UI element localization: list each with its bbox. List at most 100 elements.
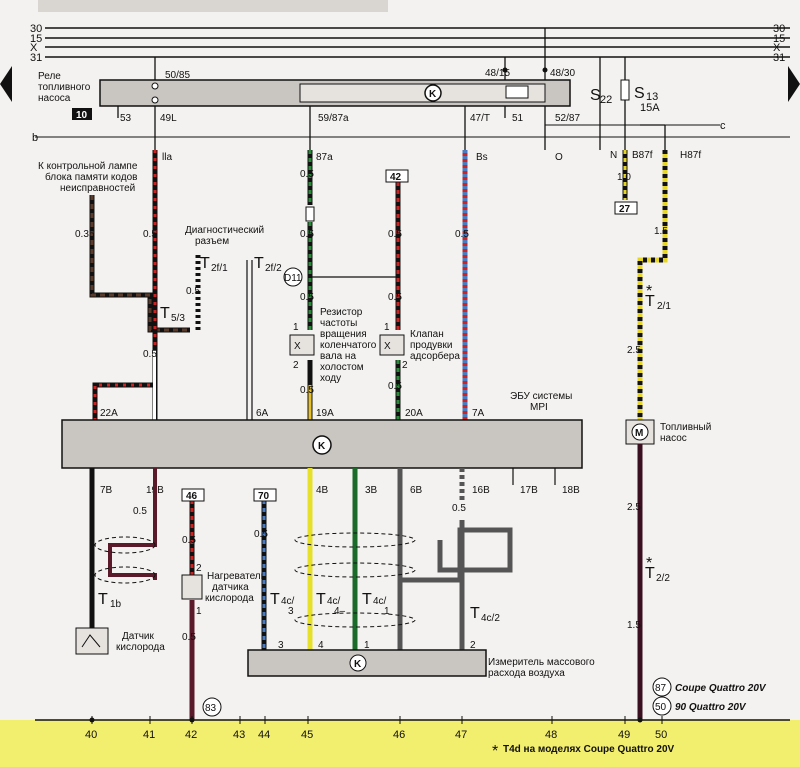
wire-size-87a-mid: 0.5 xyxy=(300,229,314,240)
o2-label-2: кислорода xyxy=(116,642,165,653)
ecu-pin-18b: 18B xyxy=(562,485,580,496)
relay-module xyxy=(299,83,546,103)
upper-wires xyxy=(89,150,668,420)
pin-50-85: 50/85 xyxy=(165,70,190,81)
relay-title-3: насоса xyxy=(38,93,71,104)
resistor-label-6: холостом xyxy=(320,362,364,373)
maf-label-1: Измеритель массового xyxy=(488,657,595,668)
lamp-label-1: К контрольной лампе xyxy=(38,161,138,172)
ecu-pin-17b: 17B xyxy=(520,485,538,496)
ref-tag-46 xyxy=(181,488,205,502)
ecu-pin-20a: 20A xyxy=(405,408,423,419)
svg-text:1b: 1b xyxy=(110,599,122,610)
wire-size-heater-top: 0.5 xyxy=(182,535,196,546)
grid-42: 42 xyxy=(185,729,197,741)
grid-47: 47 xyxy=(455,729,467,741)
svg-text:3: 3 xyxy=(278,640,284,651)
wire-size-87a-low: 0.5 xyxy=(300,292,314,303)
svg-text:1: 1 xyxy=(293,322,299,333)
svg-text:2: 2 xyxy=(470,640,476,651)
svg-text:2: 2 xyxy=(196,563,202,574)
terminal-t2f-1: T xyxy=(200,255,210,272)
terminal-t1b: T xyxy=(98,591,108,608)
wire-size-16b: 0.5 xyxy=(452,503,466,514)
svg-text:X: X xyxy=(384,341,391,352)
ecu-pin-6b: 6B xyxy=(410,485,423,496)
line-c-label: c xyxy=(720,120,726,132)
fuse-s13 xyxy=(620,79,630,101)
header-band xyxy=(38,0,388,12)
svg-text:4c/2: 4c/2 xyxy=(481,613,500,624)
valve-label-3: адсорбера xyxy=(410,350,460,362)
conn-n: N xyxy=(610,150,617,161)
left-continuation-arrow xyxy=(0,66,12,102)
wire-size-diag: 0.5 xyxy=(186,286,200,297)
grid-46: 46 xyxy=(393,729,405,741)
rail-label-30: 30 xyxy=(30,23,42,35)
svg-text:1: 1 xyxy=(196,606,202,617)
svg-text:K: K xyxy=(318,441,326,452)
footnote-star: * xyxy=(492,743,498,760)
wire-size-valve-top: 0.5 xyxy=(388,229,402,240)
grid-44: 44 xyxy=(258,729,270,741)
wire-size-22a: 0.5 xyxy=(143,349,157,360)
wire-size-035: 0.35 xyxy=(75,229,95,240)
ecu-pin-3b: 3B xyxy=(365,485,378,496)
ecu-label-2: MPI xyxy=(530,402,548,413)
grid-49: 49 xyxy=(618,729,630,741)
ref-tag-27 xyxy=(614,201,638,215)
svg-text:1: 1 xyxy=(364,640,370,651)
model-badge-87 xyxy=(652,677,672,697)
grid-50: 50 xyxy=(655,729,667,741)
conn-b87f: B87f xyxy=(632,150,653,161)
purge-valve xyxy=(379,334,405,356)
terminal-t4c-b: T xyxy=(316,591,326,608)
diag-label-2: разъем xyxy=(195,236,229,247)
fuse-s22-number: 22 xyxy=(600,94,612,106)
svg-text:1: 1 xyxy=(384,606,390,617)
o2-label-1: Датчик xyxy=(122,631,154,642)
heater-label-1: Нагреватель xyxy=(207,571,266,582)
relay-title-1: Реле xyxy=(38,71,61,82)
splice-d11-label: D11 xyxy=(284,273,302,284)
rail-label-31: 31 xyxy=(30,52,42,64)
svg-text:5/3: 5/3 xyxy=(171,313,185,324)
ref-tag-46-label: 46 xyxy=(186,491,198,502)
terminal-t2-1: T xyxy=(645,293,655,310)
mass-air-flow-meter xyxy=(247,649,487,677)
pin-47-t: 47/T xyxy=(470,113,490,124)
ecu-pin-6a: 6A xyxy=(256,408,269,419)
right-continuation-arrow xyxy=(788,66,800,102)
ref-tag-83 xyxy=(202,697,222,717)
ecu-label-1: ЭБУ системы xyxy=(510,391,572,402)
resistor-label-5: вала на xyxy=(320,351,356,362)
svg-text:4c/: 4c/ xyxy=(373,596,387,607)
ecu-pin-7a: 7A xyxy=(472,408,485,419)
wire-size-lla: 0.5 xyxy=(143,229,157,240)
svg-text:4c/: 4c/ xyxy=(281,596,295,607)
model-90-quattro: 90 Quattro 20V xyxy=(675,702,747,713)
grid-43: 43 xyxy=(233,729,245,741)
heater-label-2: датчика xyxy=(212,582,249,593)
pin-48-30: 48/30 xyxy=(550,68,575,79)
resistor-label-1: Резистор xyxy=(320,307,363,318)
svg-text:1: 1 xyxy=(384,322,390,333)
conn-lla: lla xyxy=(162,152,172,163)
ref-tag-27-label: 27 xyxy=(619,204,631,215)
svg-text:50: 50 xyxy=(655,702,667,713)
o2-heater xyxy=(181,574,203,600)
lower-wires xyxy=(89,444,643,720)
terminal-t4c-2: T xyxy=(470,605,480,622)
footnote-star-lower: * xyxy=(646,555,652,572)
conn-87a: 87a xyxy=(316,152,333,163)
wire-size-pump-low: 1.5 xyxy=(627,620,641,631)
wire-size-bs: 0.5 xyxy=(455,229,469,240)
model-badge-50 xyxy=(652,696,672,716)
grid-band xyxy=(0,720,800,767)
rail-label-15: 15 xyxy=(30,33,42,45)
wire-size-h87f: 1.5 xyxy=(654,226,668,237)
ecu-pin-16b: 16B xyxy=(472,485,490,496)
wire-size-87a-top: 0.5 xyxy=(300,169,314,180)
wire-size-70: 0.5 xyxy=(254,529,268,540)
